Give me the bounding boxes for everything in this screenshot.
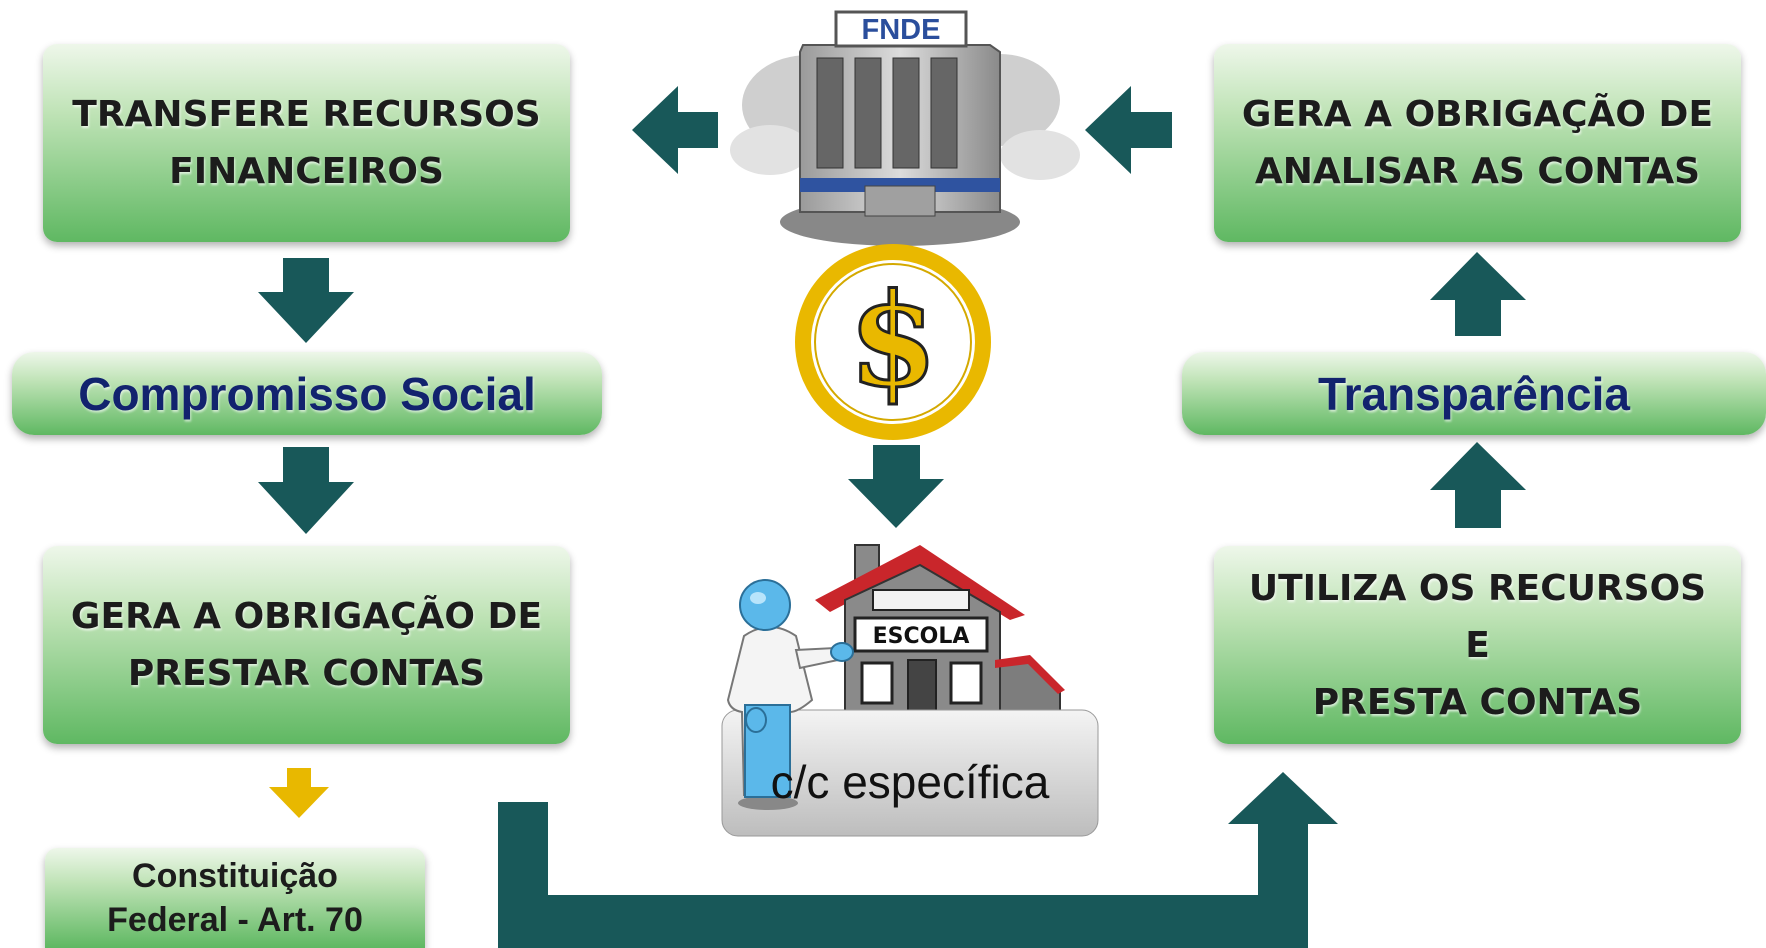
constituicao-label: Constituição Federal - Art. 70 — [107, 857, 363, 939]
transfer-box: TRANSFERE RECURSOS FINANCEIROS — [43, 44, 570, 242]
constituicao-box: Constituição Federal - Art. 70 — [45, 848, 425, 948]
arrow-down-compromisso — [258, 258, 354, 343]
compromisso-label: Compromisso Social — [78, 367, 536, 420]
compromisso-pill: Compromisso Social — [12, 352, 602, 435]
person-figure-icon — [726, 579, 854, 810]
analisar-label: GERA A OBRIGAÇÃO DE ANALISAR AS CONTAS — [1241, 94, 1714, 192]
u-flow-arrow — [498, 772, 1338, 948]
utiliza-box: UTILIZA OS RECURSOS E PRESTA CONTAS — [1214, 546, 1741, 744]
arrow-left-from-analisar — [1085, 86, 1172, 174]
arrow-down-escola — [848, 445, 944, 528]
dollar-symbol: $ — [848, 266, 937, 416]
transparencia-label: Transparência — [1318, 367, 1630, 420]
arrow-down-constituicao — [269, 768, 329, 818]
fnde-label: FNDE — [862, 14, 941, 46]
arrow-up-transparencia — [1430, 442, 1526, 528]
transparencia-pill: Transparência — [1182, 352, 1766, 435]
arrow-down-prestar — [258, 447, 354, 534]
dollar-coin-icon — [795, 244, 991, 440]
escola-label: ESCOLA — [873, 624, 970, 649]
account-label: c/c específica — [770, 756, 1050, 808]
fnde-building-icon — [730, 10, 1080, 246]
arrow-up-analisar — [1430, 252, 1526, 336]
arrow-left-to-transfer — [632, 86, 718, 174]
transfer-label: TRANSFERE RECURSOS FINANCEIROS — [72, 94, 541, 192]
analisar-box: GERA A OBRIGAÇÃO DE ANALISAR AS CONTAS — [1214, 44, 1741, 242]
prestar-label: GERA A OBRIGAÇÃO DE PRESTAR CONTAS — [70, 596, 543, 694]
school-building-icon — [721, 544, 1099, 837]
utiliza-label: UTILIZA OS RECURSOS E PRESTA CONTAS — [1248, 567, 1707, 723]
prestar-box: GERA A OBRIGAÇÃO DE PRESTAR CONTAS — [43, 546, 570, 744]
